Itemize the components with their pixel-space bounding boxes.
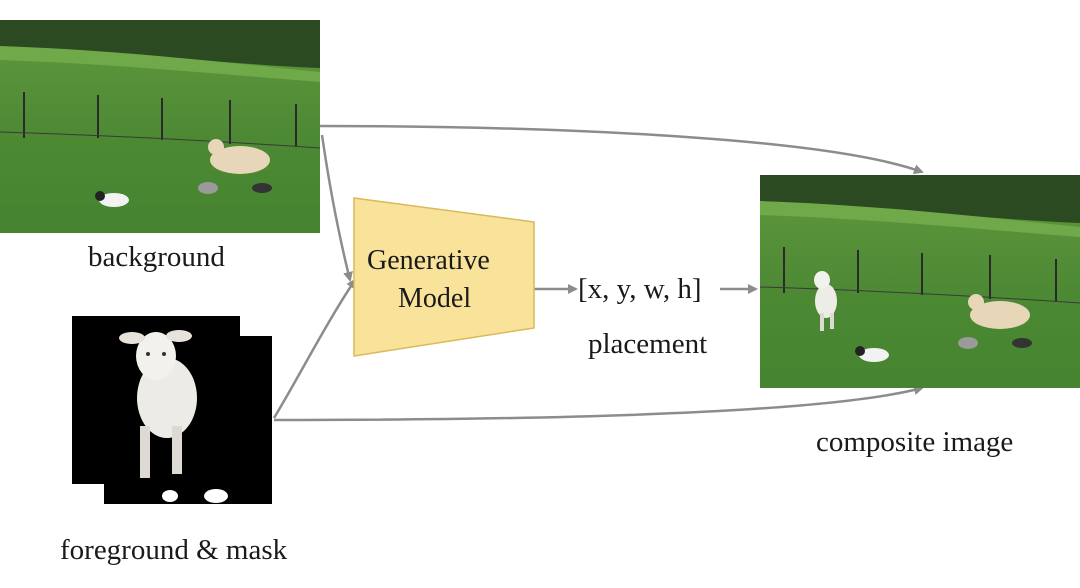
background-label: background <box>88 241 225 273</box>
foreground-image <box>72 316 240 484</box>
background-image <box>0 20 320 233</box>
model-label-line1: Generative <box>367 245 490 276</box>
composite-label: composite image <box>816 426 1014 458</box>
arrow-background-to-model <box>320 134 353 282</box>
placement-label: placement <box>588 328 708 360</box>
arrow-foreground-to-composite <box>273 385 924 422</box>
arrow-foreground-to-model <box>272 278 357 419</box>
model-label-line2: Model <box>398 283 472 314</box>
bbox-label: [x, y, w, h] <box>578 273 702 305</box>
arrow-background-to-composite <box>319 124 924 174</box>
composite-image <box>760 175 1080 388</box>
foreground-label: foreground & mask <box>60 534 288 566</box>
